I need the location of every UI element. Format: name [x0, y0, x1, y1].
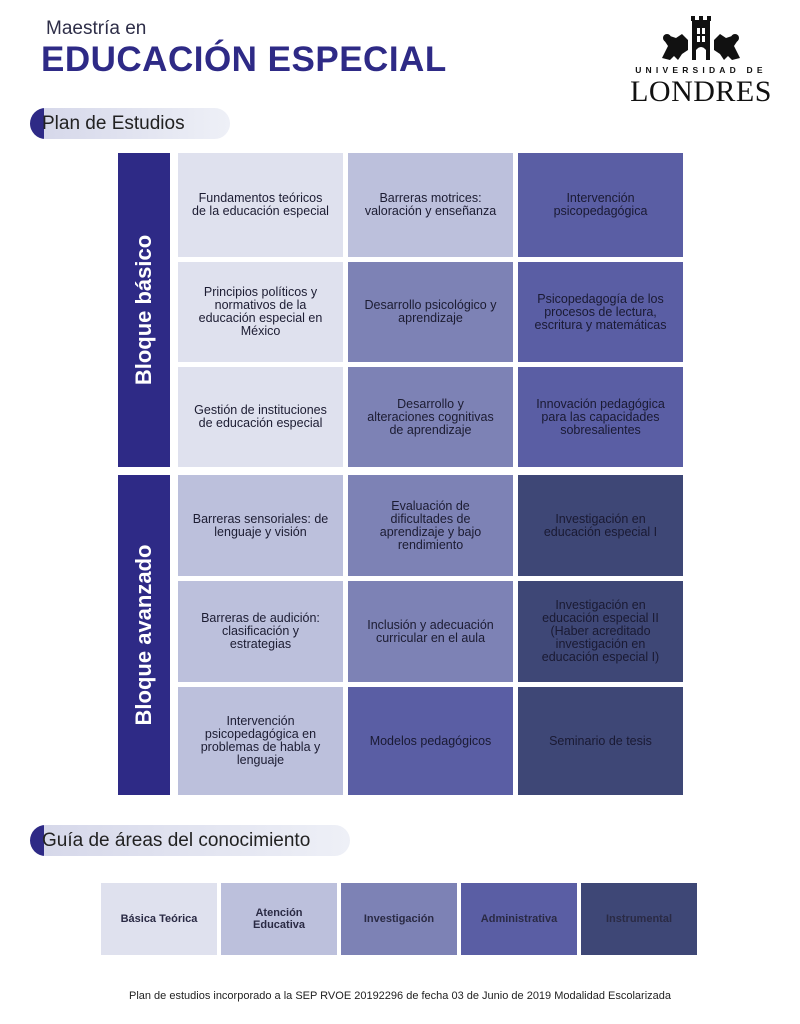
section-title-plan: Plan de Estudios	[42, 113, 185, 134]
footer-note: Plan de estudios incorporado a la SEP RV…	[128, 990, 672, 1002]
course-cell: Principios políticos y normativos de la …	[178, 262, 343, 362]
legend-item-basica-teorica: Básica Teórica	[101, 883, 217, 955]
logo-text-londres: LONDRES	[630, 75, 772, 108]
course-cell: Psicopedagogía de los procesos de lectur…	[518, 262, 683, 362]
crest-icon	[662, 16, 740, 60]
course-cell: Modelos pedagógicos	[348, 687, 513, 795]
course-cell: Intervención psicopedagógica	[518, 153, 683, 257]
legend-item-administrativa: Administrativa	[461, 883, 577, 955]
course-cell: Investigación en educación especial II (…	[518, 581, 683, 682]
block-label-avanzado: Bloque avanzado	[118, 475, 170, 795]
block-label-basico: Bloque básico	[118, 153, 170, 467]
legend-item-instrumental: Instrumental	[581, 883, 697, 955]
course-cell: Barreras de audición: clasificación y es…	[178, 581, 343, 682]
course-cell: Fundamentos teóricos de la educación esp…	[178, 153, 343, 257]
course-cell: Gestión de instituciones de educación es…	[178, 367, 343, 467]
course-cell: Intervención psicopedagógica en problema…	[178, 687, 343, 795]
university-logo: UNIVERSIDAD DE LONDRES	[628, 16, 774, 108]
section-header-guide: Guía de áreas del conocimiento	[30, 825, 350, 856]
course-cell: Desarrollo y alteraciones cognitivas de …	[348, 367, 513, 467]
logo-text-universidad: UNIVERSIDAD DE	[635, 65, 767, 75]
block-label-text: Bloque avanzado	[131, 544, 156, 726]
section-title-guide: Guía de áreas del conocimiento	[42, 830, 311, 851]
course-cell: Evaluación de dificultades de aprendizaj…	[348, 475, 513, 576]
legend-item-investigacion: Investigación	[341, 883, 457, 955]
block-label-text: Bloque básico	[131, 234, 156, 386]
course-cell: Innovación pedagógica para las capacidad…	[518, 367, 683, 467]
program-subtitle: Maestría en	[46, 18, 147, 39]
course-cell: Inclusión y adecuación curricular en el …	[348, 581, 513, 682]
program-title: EDUCACIÓN ESPECIAL	[41, 40, 447, 79]
section-header-plan: Plan de Estudios	[30, 108, 230, 139]
legend-item-atencion-educativa: Atención Educativa	[221, 883, 337, 955]
course-cell: Investigación en educación especial I	[518, 475, 683, 576]
course-cell: Barreras sensoriales: de lenguaje y visi…	[178, 475, 343, 576]
course-cell: Barreras motrices: valoración y enseñanz…	[348, 153, 513, 257]
course-cell: Desarrollo psicológico y aprendizaje	[348, 262, 513, 362]
course-cell: Seminario de tesis	[518, 687, 683, 795]
